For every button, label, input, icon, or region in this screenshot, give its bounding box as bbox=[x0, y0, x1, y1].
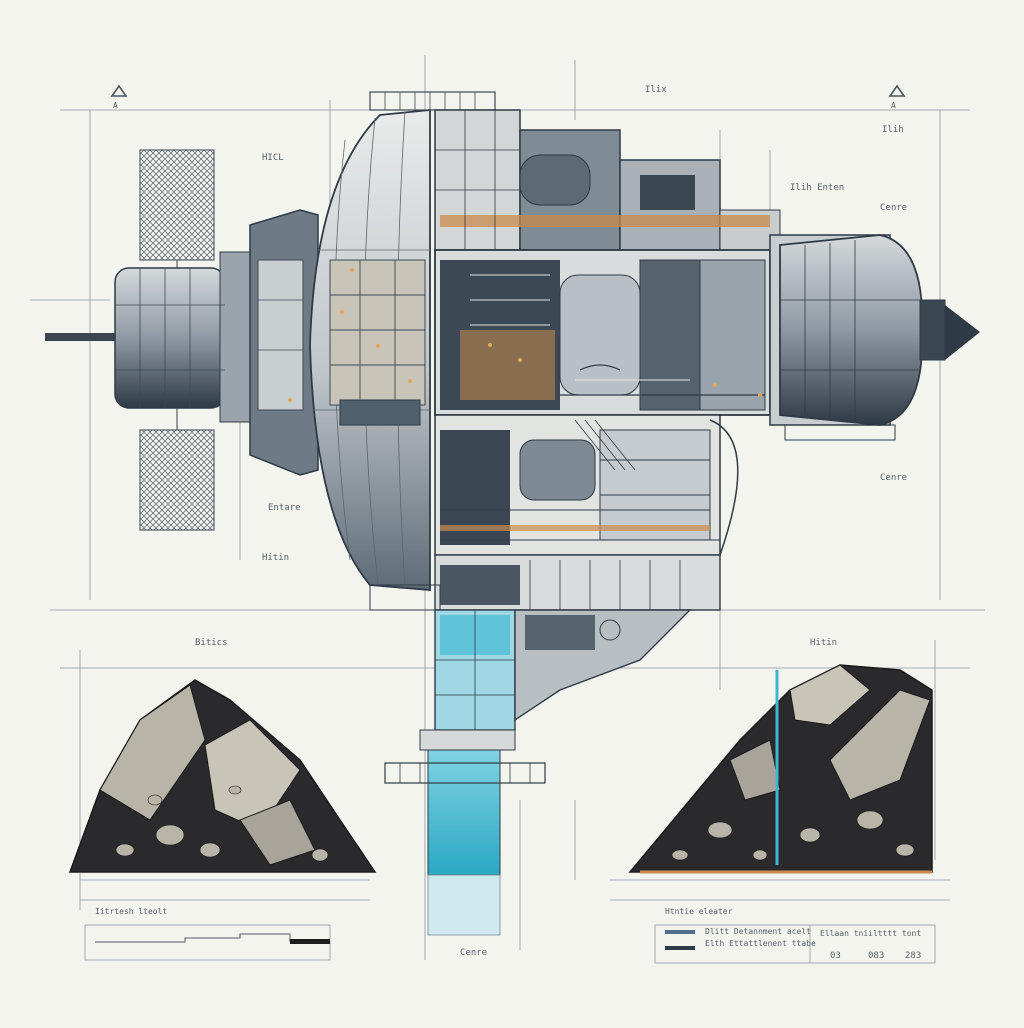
label-left-lower: Hitin bbox=[262, 553, 289, 563]
title-block: Dlitt Detannment acelt Elth Ettattlenent… bbox=[654, 924, 936, 964]
title-row-2: Elth Ettattlenent ttabe bbox=[705, 939, 816, 948]
label-left-upper: HICL bbox=[262, 153, 284, 163]
label-left-mid: Entare bbox=[268, 503, 301, 513]
left-rock-mass bbox=[68, 679, 377, 873]
section-marker-icon bbox=[888, 84, 906, 97]
label-mid-left: Bitics bbox=[195, 638, 228, 648]
title-number-3: 283 bbox=[905, 951, 921, 961]
label-mid-right: Hitin bbox=[810, 638, 837, 648]
central-machinery bbox=[434, 249, 771, 416]
label-center-bottom: Cenre bbox=[460, 948, 487, 958]
label-top-right: Ilih bbox=[882, 125, 904, 135]
section-markers: A A bbox=[110, 84, 906, 110]
section-marker-left-label: A bbox=[113, 101, 118, 110]
label-right-mid: Ilih Enten bbox=[790, 183, 844, 193]
title-number-2: 083 bbox=[868, 951, 884, 961]
label-right-center: Cenre bbox=[880, 473, 907, 483]
label-right-mid2: Cenre bbox=[880, 203, 907, 213]
title-row-3: Ellaan tniiltttt tont bbox=[820, 929, 921, 938]
section-marker-right-label: A bbox=[891, 101, 896, 110]
lower-tower bbox=[369, 414, 739, 936]
label-top-center: Ilix bbox=[645, 85, 667, 95]
title-number-1: 03 bbox=[830, 951, 841, 961]
title-row-1: Dlitt Detannment acelt bbox=[705, 927, 811, 936]
left-scale-bar bbox=[84, 924, 331, 961]
label-left-ground: Iitrtesh lteolt bbox=[95, 907, 167, 916]
label-right-ground: Htntie eleater bbox=[665, 907, 733, 916]
right-rock-mass bbox=[628, 664, 933, 874]
upper-superstructure bbox=[369, 91, 781, 251]
annotations: Ilix Ilih HICL Ilih Enten Cenre Cenre En… bbox=[95, 85, 907, 958]
pointed-nose-cone bbox=[945, 305, 980, 360]
left-engine-module bbox=[45, 209, 319, 476]
main-hull bbox=[288, 109, 431, 591]
right-engine bbox=[769, 234, 980, 441]
section-marker-icon bbox=[110, 84, 128, 97]
left-solar-panels bbox=[139, 149, 215, 531]
